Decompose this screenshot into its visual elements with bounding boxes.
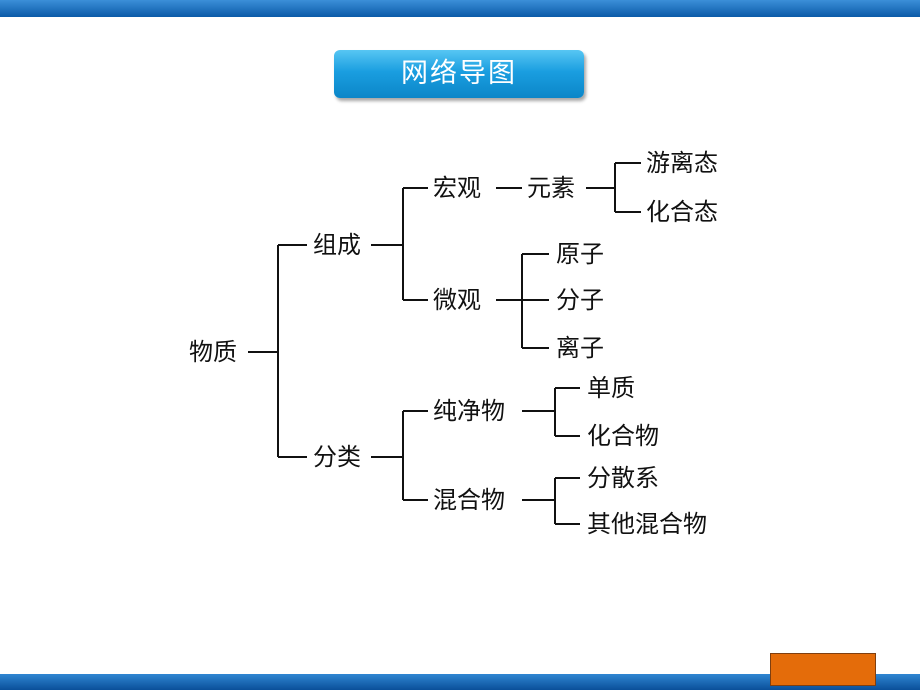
node-other-mixture: 其他混合物	[587, 510, 707, 538]
slide-title: 网络导图	[334, 50, 584, 98]
node-atom: 原子	[556, 240, 604, 268]
node-compound: 化合物	[587, 422, 659, 450]
bottom-banner-bar	[0, 674, 920, 690]
node-molecule: 分子	[556, 286, 604, 314]
node-elemental-substance: 单质	[587, 374, 635, 402]
node-dispersion-system: 分散系	[587, 464, 659, 492]
orange-corner-box	[770, 653, 876, 686]
node-mixture: 混合物	[433, 486, 505, 514]
node-macro: 宏观	[433, 174, 481, 202]
node-ion: 离子	[556, 334, 604, 362]
node-element: 元素	[527, 174, 575, 202]
top-banner-bar	[0, 0, 920, 17]
node-pure-substance: 纯净物	[433, 397, 505, 425]
node-free-state: 游离态	[646, 149, 718, 177]
node-classification: 分类	[313, 443, 361, 471]
node-composition: 组成	[313, 231, 361, 259]
node-combined-state: 化合态	[646, 198, 718, 226]
node-micro: 微观	[433, 286, 481, 314]
node-root: 物质	[189, 338, 237, 366]
